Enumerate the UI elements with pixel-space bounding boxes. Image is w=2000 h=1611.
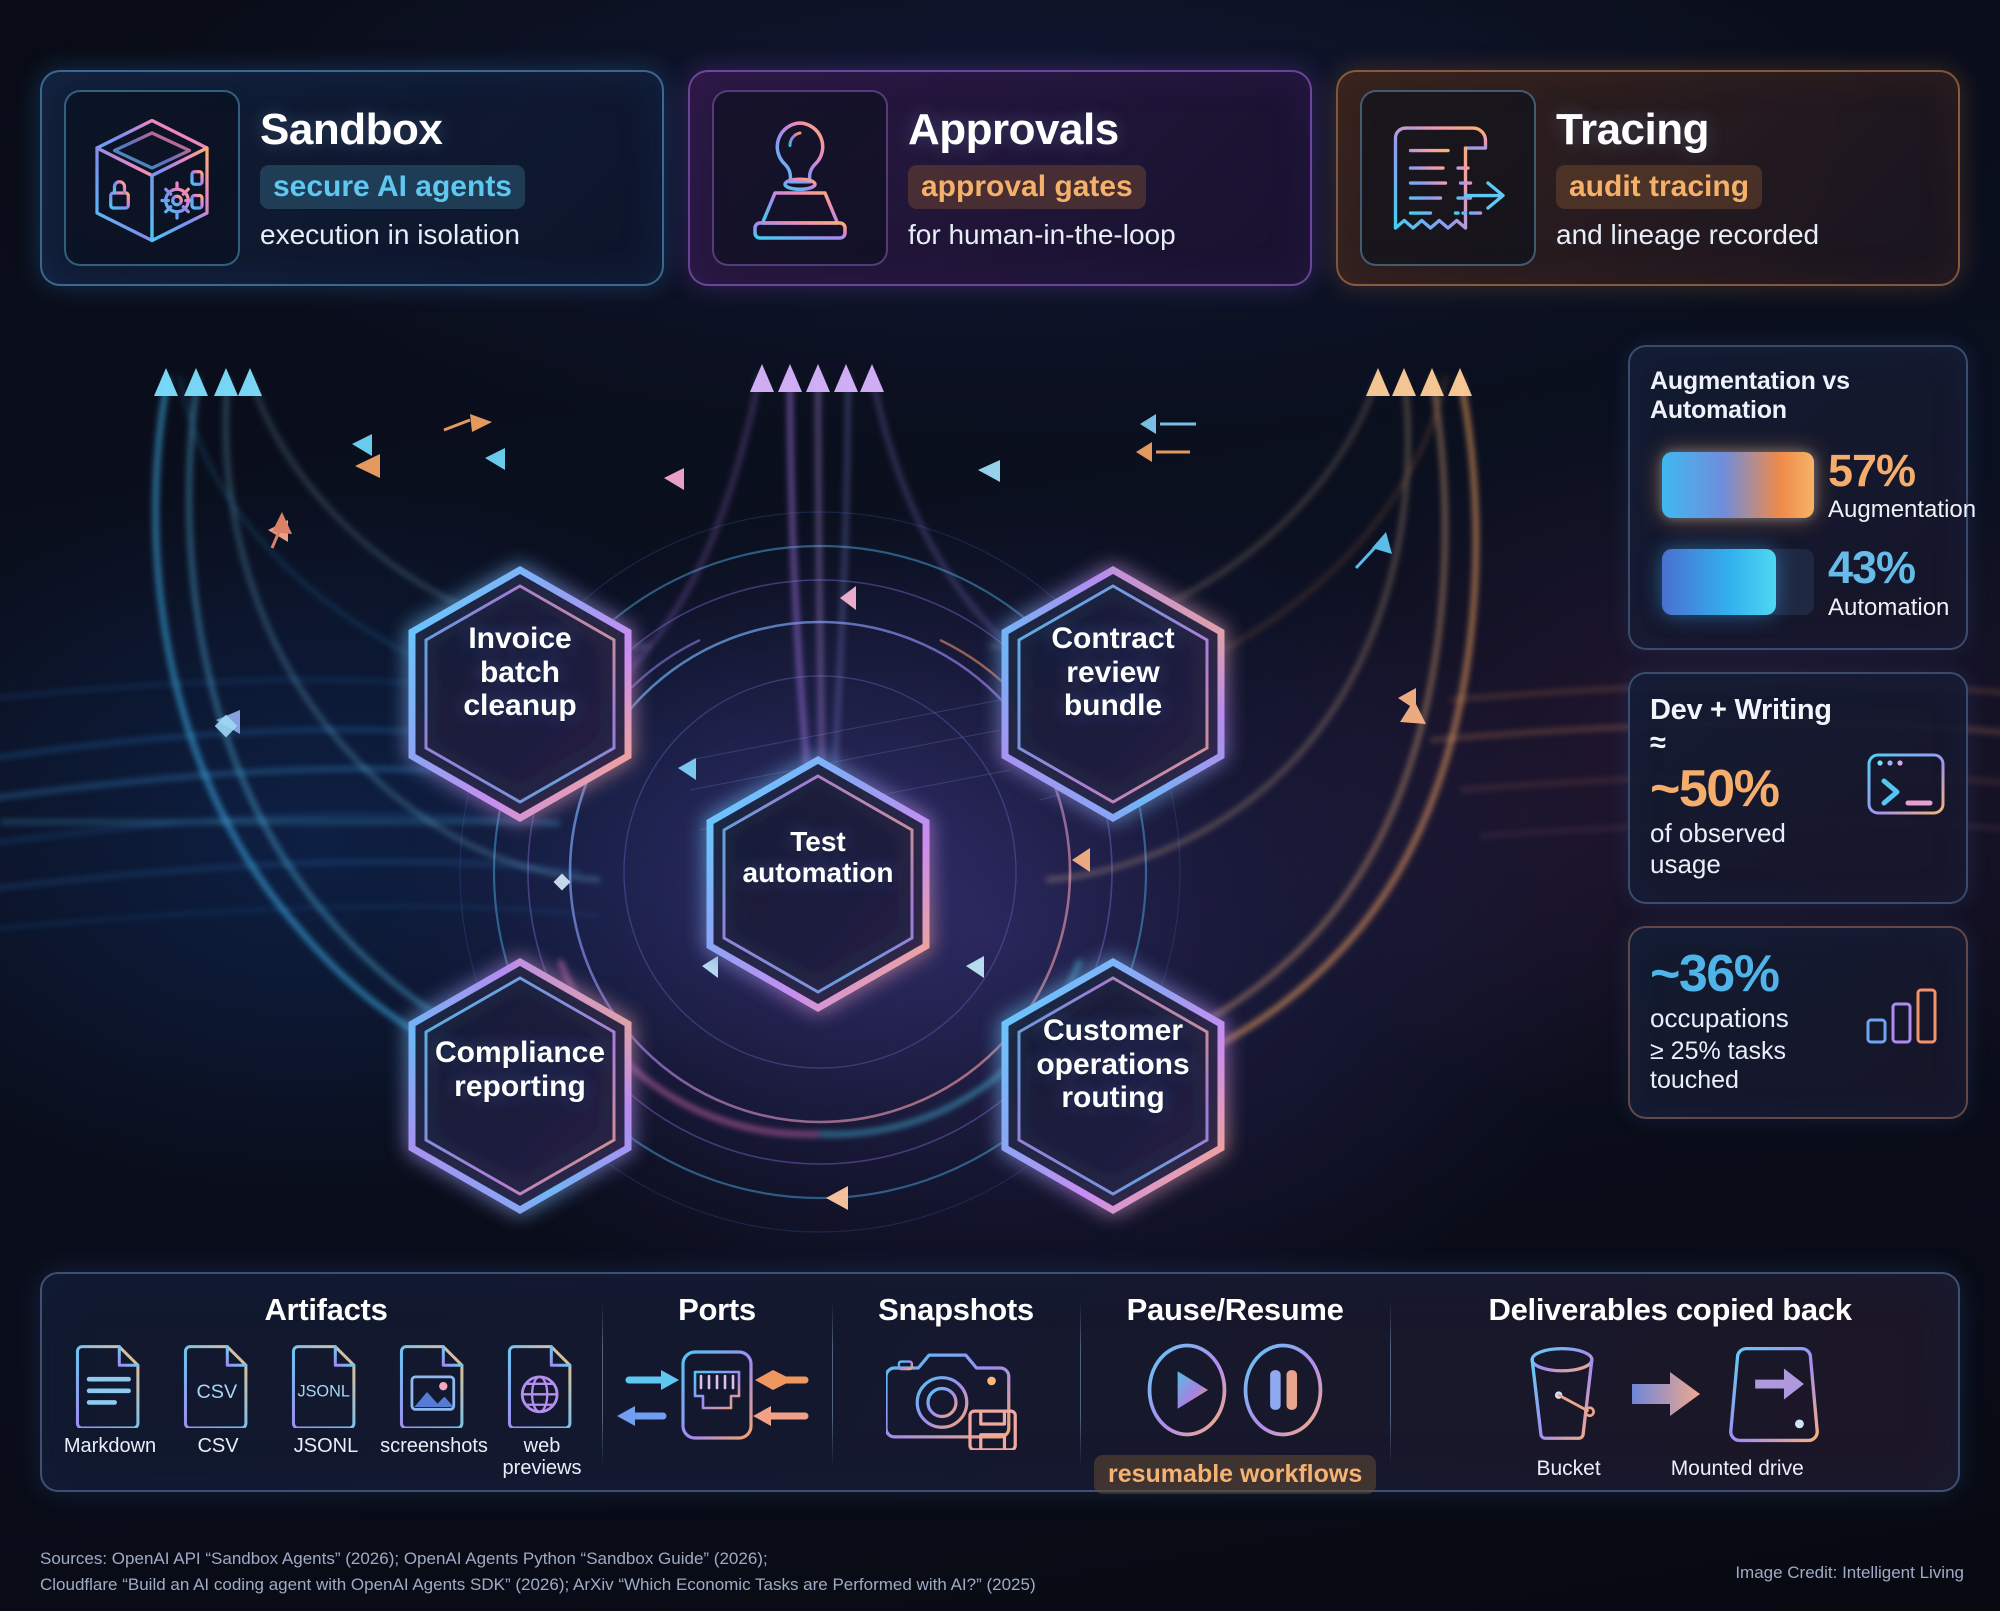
- stat-note-secondary: ≥ 25% tasks touched: [1650, 1036, 1786, 1094]
- markdown-file-icon: [75, 1345, 140, 1428]
- artifact-label: CSV: [197, 1435, 239, 1457]
- section-artifacts: Artifacts Markdown: [50, 1286, 602, 1480]
- deliverable-target-label: Mounted drive: [1670, 1457, 1804, 1480]
- stat-value: ~36%: [1650, 944, 1780, 1003]
- cube-lock-gear-icon: [64, 90, 240, 266]
- section-title: Artifacts: [264, 1292, 388, 1327]
- hex-label-contract: Contract review bundle: [1051, 622, 1175, 723]
- hex-label-compliance: Compliance reporting: [434, 1036, 606, 1103]
- bar-fill-augmentation: [1662, 451, 1814, 518]
- ethernet-port-icon: [617, 1342, 817, 1453]
- hex-contract-review-bundle: [1001, 565, 1225, 823]
- card-approvals[interactable]: Approvals approval gates for human-in-th…: [688, 70, 1312, 286]
- svg-text:JSONL: JSONL: [297, 1383, 349, 1401]
- card-subtitle: and lineage recorded: [1556, 219, 1820, 250]
- artifact-jsonl[interactable]: JSONL JSONL: [280, 1342, 372, 1457]
- terminal-icon: [1866, 751, 1946, 822]
- bar-row-automation: 43% Automation: [1662, 542, 1976, 621]
- feature-card-row: Sandbox secure AI agents execution in is…: [40, 70, 1960, 286]
- resumable-workflows-pill: resumable workflows: [1094, 1455, 1377, 1494]
- section-ports: Ports: [602, 1286, 832, 1480]
- section-title: Snapshots: [878, 1292, 1034, 1327]
- bucket-icon: [1514, 1342, 1610, 1451]
- stat-note: of observed usage: [1650, 817, 1786, 879]
- stat-heading: Dev + Writing ≈: [1650, 693, 1832, 759]
- bar-label-automation: Automation: [1828, 593, 1950, 621]
- hex-customer-operations-routing: [1001, 957, 1225, 1215]
- card-highlight-pill: audit tracing: [1556, 165, 1763, 209]
- stat-value: ~50%: [1650, 759, 1780, 818]
- hard-drive-icon: [1722, 1342, 1826, 1451]
- footer: Sources: OpenAI API “Sandbox Agents” (20…: [40, 1546, 1964, 1597]
- card-tracing[interactable]: Tracing audit tracing and lineage record…: [1336, 70, 1960, 286]
- bar-chart-icon: [1862, 982, 1946, 1061]
- sources-line-1: Sources: OpenAI API “Sandbox Agents” (20…: [40, 1549, 768, 1568]
- image-file-icon: [399, 1345, 464, 1428]
- card-sandbox[interactable]: Sandbox secure AI agents execution in is…: [40, 70, 664, 286]
- arrow-right-icon: [1630, 1366, 1702, 1427]
- section-deliverables: Deliverables copied back: [1390, 1286, 1950, 1480]
- bar-fill-automation: [1662, 549, 1776, 616]
- card-subtitle: for human-in-the-loop: [908, 219, 1176, 250]
- artifact-csv[interactable]: CSV CSV: [172, 1342, 264, 1457]
- deliverable-source-label: Bucket: [1536, 1457, 1601, 1480]
- artifact-label: Markdown: [63, 1435, 157, 1457]
- hex-label-invoice: Invoice batch cleanup: [463, 622, 577, 723]
- bar-chart: 57% Augmentation 43% Automation: [1650, 441, 1976, 626]
- bar-track: [1662, 451, 1814, 518]
- sources-line-2: Cloudflare “Build an AI coding agent wit…: [40, 1574, 1036, 1594]
- stats-column: Augmentation vs Automation 57% Augmentat…: [1628, 345, 1976, 1119]
- card-occupations-touched: ~36% occupations ≥ 25% tasks touched: [1628, 925, 1968, 1119]
- hex-test-automation: [706, 755, 930, 1013]
- section-title: Ports: [678, 1292, 756, 1327]
- bar-value-automation: 43%: [1828, 542, 1916, 594]
- artifact-label: web previews: [502, 1435, 582, 1479]
- web-file-icon: [507, 1345, 572, 1428]
- hex-label-test-automation: Test automation: [742, 826, 894, 889]
- section-snapshots: Snapshots: [832, 1286, 1080, 1480]
- pause-icon[interactable]: [1242, 1342, 1324, 1443]
- chart-title: Augmentation vs Automation: [1650, 367, 1850, 424]
- section-pause-resume: Pause/Resume: [1080, 1286, 1390, 1494]
- card-highlight-pill: secure AI agents: [260, 165, 525, 209]
- artifact-label: JSONL: [293, 1435, 359, 1457]
- artifact-screenshots[interactable]: screenshots: [380, 1342, 488, 1457]
- hex-label-customer-ops: Customer operations routing: [1036, 1014, 1190, 1115]
- rubber-stamp-icon: [712, 90, 888, 266]
- svg-text:CSV: CSV: [197, 1381, 238, 1403]
- artifact-web-previews[interactable]: web previews: [496, 1342, 588, 1479]
- section-title: Deliverables copied back: [1488, 1292, 1852, 1327]
- bar-track: [1662, 549, 1814, 616]
- stat-note: occupations: [1650, 1002, 1789, 1033]
- jsonl-file-icon: JSONL: [291, 1345, 356, 1428]
- section-title: Pause/Resume: [1126, 1292, 1344, 1327]
- csv-file-icon: CSV: [183, 1345, 248, 1428]
- card-dev-writing-usage: Dev + Writing ≈ ~50% of observed usage: [1628, 671, 1968, 904]
- artifact-label: screenshots: [380, 1435, 488, 1457]
- card-highlight-pill: approval gates: [908, 165, 1146, 209]
- card-title: Approvals: [908, 105, 1119, 154]
- camera-save-icon: [884, 1342, 1026, 1455]
- card-augmentation-vs-automation: Augmentation vs Automation 57% Augmentat…: [1628, 345, 1976, 650]
- hex-compliance-reporting: [408, 957, 632, 1215]
- hex-invoice-batch-cleanup: [408, 565, 632, 823]
- bar-label-augmentation: Augmentation: [1828, 496, 1977, 524]
- capability-strip: Artifacts Markdown: [40, 1272, 1960, 1494]
- bar-row-augmentation: 57% Augmentation: [1662, 447, 1976, 522]
- card-title: Tracing: [1556, 105, 1710, 154]
- image-credit: Image Credit: Intelligent Living: [1735, 1563, 1964, 1582]
- play-icon[interactable]: [1146, 1342, 1228, 1443]
- card-title: Sandbox: [260, 105, 443, 154]
- receipt-arrow-icon: [1360, 90, 1536, 266]
- artifact-markdown[interactable]: Markdown: [64, 1342, 156, 1457]
- card-subtitle: execution in isolation: [260, 219, 520, 250]
- bar-value-augmentation: 57%: [1828, 445, 1916, 496]
